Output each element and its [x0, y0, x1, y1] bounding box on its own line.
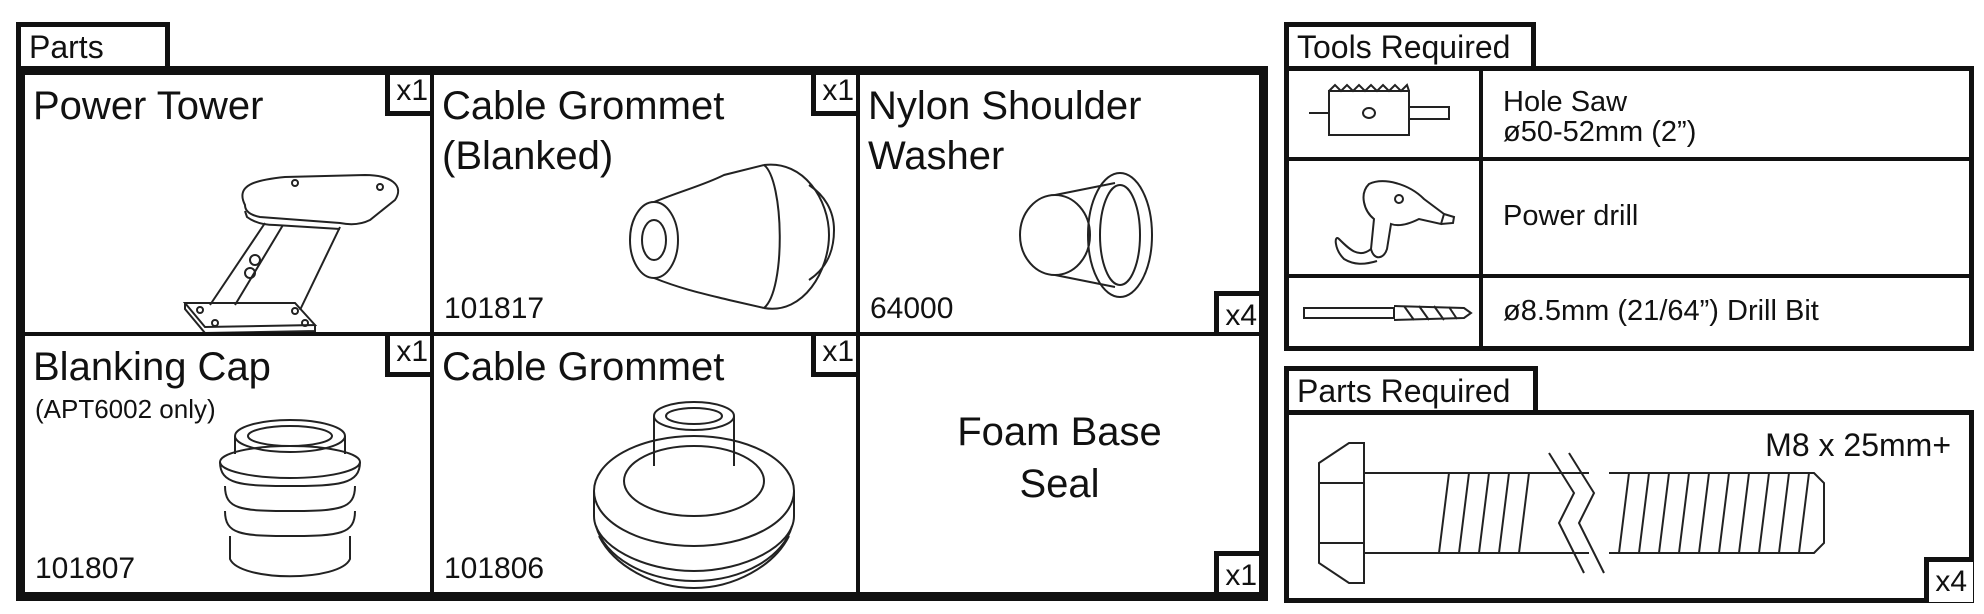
part-title: Nylon Shoulder Washer — [868, 84, 1142, 178]
part-cell-blanking-cap: Blanking Cap (APT6002 only) x1 101807 — [21, 332, 434, 596]
part-cell-nylon-shoulder-washer: Nylon Shoulder Washer 64000 x4 — [856, 71, 1263, 336]
part-cell-foam-base-seal: Foam Base Seal x1 — [856, 332, 1263, 596]
bolt-spec-label: M8 x 25mm+ — [1765, 427, 1951, 463]
power-drill-icon — [1334, 180, 1456, 265]
quantity-badge: x4 — [1214, 291, 1259, 332]
bolt-icon — [1318, 442, 1825, 584]
part-title: Power Tower — [33, 84, 264, 128]
tool-name: Hole Saw — [1503, 86, 1628, 118]
tool-spec: ø50-52mm (2”) — [1503, 116, 1697, 148]
part-title: Cable Grommet — [442, 345, 725, 389]
part-title: Blanking Cap — [33, 345, 271, 389]
tool-row-drill-bit: ø8.5mm (21/64”) Drill Bit — [1289, 278, 1969, 346]
part-code: 101807 — [35, 552, 136, 585]
part-title: Cable Grommet (Blanked) — [442, 84, 725, 178]
power-tower-icon — [182, 173, 400, 332]
parts-list-heading: Parts List — [16, 22, 170, 101]
quantity-badge: x1 — [385, 336, 430, 377]
drill-bit-icon — [1303, 305, 1473, 321]
quantity-badge: x4 — [1924, 557, 1973, 602]
quantity-badge: x1 — [811, 336, 856, 377]
part-title: Foam Base Seal — [957, 410, 1162, 506]
hole-saw-icon — [1309, 83, 1450, 136]
parts-required-panel: M8 x 25mm+ x4 — [1284, 410, 1974, 603]
cable-grommet-blanked-icon — [629, 163, 836, 310]
tool-row-power-drill: Power drill — [1289, 161, 1969, 278]
tools-required-heading: Tools Required — [1284, 22, 1536, 68]
nylon-shoulder-washer-icon — [1019, 172, 1153, 298]
part-cell-power-tower: Power Tower x1 — [21, 71, 434, 336]
tools-required-panel: Hole Saw ø50-52mm (2”) Power drill ø8.5m… — [1284, 66, 1974, 351]
part-cell-cable-grommet-blanked: Cable Grommet (Blanked) x1 101817 — [430, 71, 860, 336]
cable-grommet-icon — [593, 401, 795, 590]
part-subtitle: (APT6002 only) — [35, 394, 216, 424]
part-cell-cable-grommet: Cable Grommet x1 101806 — [430, 332, 860, 596]
tool-name: Power drill — [1503, 200, 1639, 232]
parts-required-heading: Parts Required — [1284, 366, 1538, 412]
part-code: 101806 — [444, 552, 545, 585]
tool-name: ø8.5mm (21/64”) Drill Bit — [1503, 295, 1819, 327]
tool-row-hole-saw: Hole Saw ø50-52mm (2”) — [1289, 71, 1969, 161]
quantity-badge: x1 — [1214, 551, 1259, 592]
blanking-cap-icon — [219, 419, 361, 578]
part-code: 64000 — [870, 292, 954, 325]
quantity-badge: x1 — [385, 75, 430, 116]
quantity-badge: x1 — [811, 75, 856, 116]
parts-list-panel: Power Tower x1 Cable Grommet (Blanked) x… — [16, 66, 1268, 601]
part-code: 101817 — [444, 292, 545, 325]
